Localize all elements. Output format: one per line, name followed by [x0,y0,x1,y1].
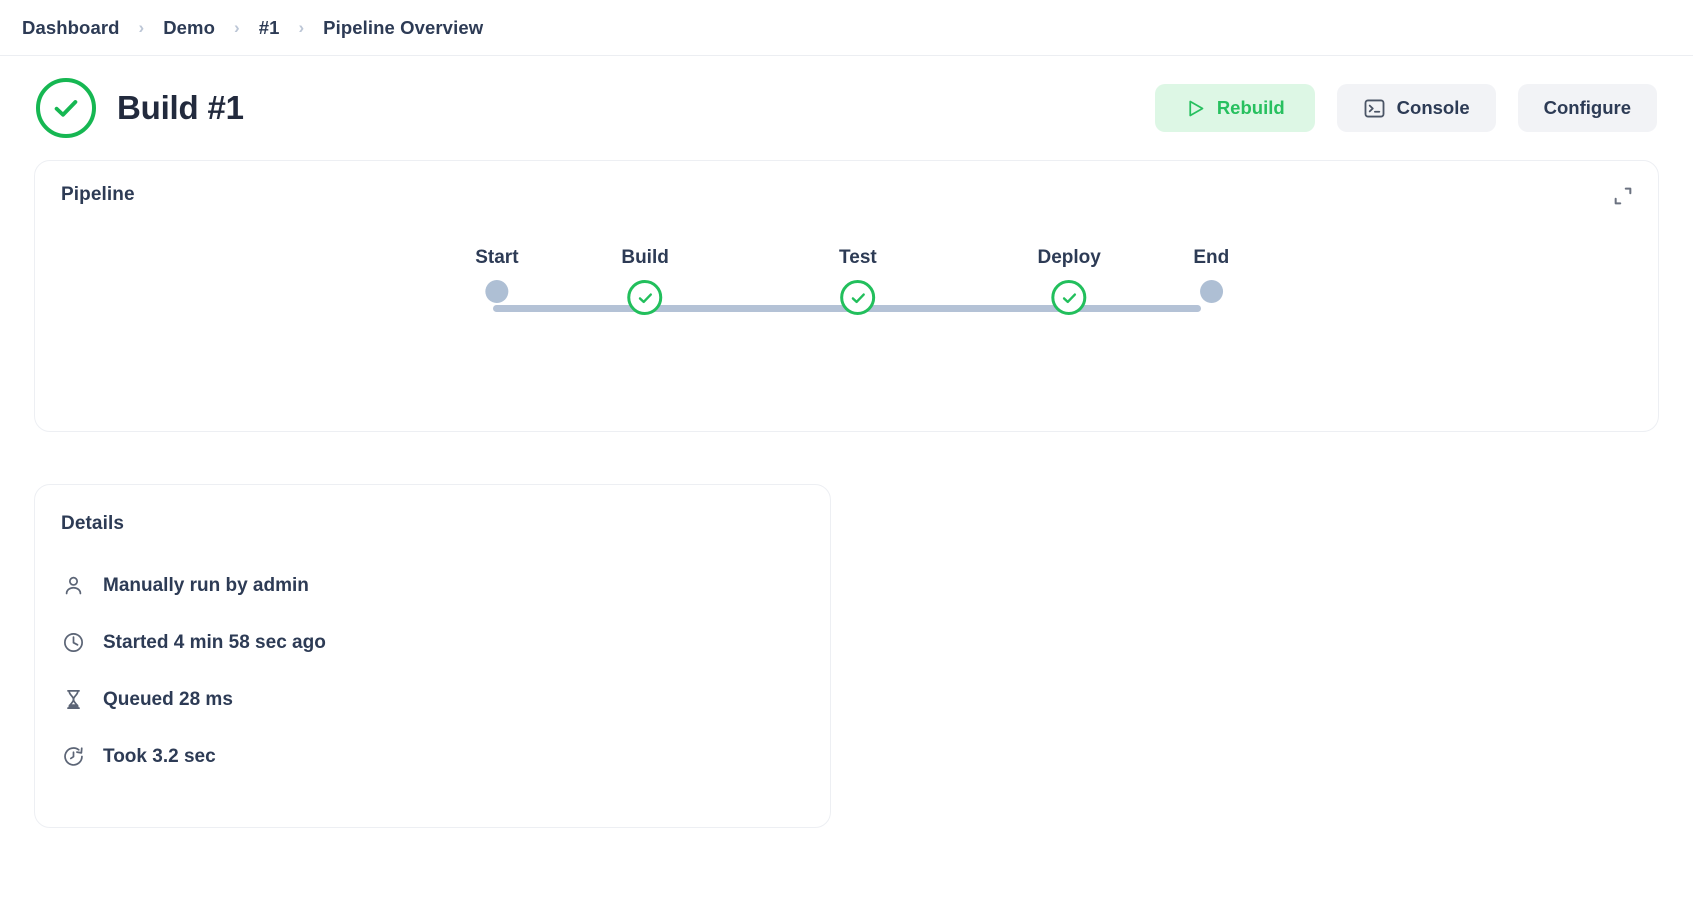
breadcrumb-separator-icon: › [234,18,240,37]
stage-check-icon [1051,280,1087,315]
detail-row-triggered-by: Manually run by admin [61,557,804,614]
page-header: Build #1 Rebuild Console Configure [0,56,1693,160]
main-content: Pipeline Start Build [0,160,1693,828]
header-actions: Rebuild Console Configure [1154,84,1657,132]
stage-dot-icon [1199,280,1223,303]
play-icon [1185,98,1206,119]
pipeline-stage-end[interactable]: End [1193,247,1229,303]
details-list: Manually run by admin Started 4 min 58 s… [61,557,804,785]
breadcrumb-item-demo[interactable]: Demo [163,16,216,38]
console-button[interactable]: Console [1336,84,1496,132]
stopwatch-icon [61,744,86,769]
detail-row-queued: Queued 28 ms [61,671,804,728]
detail-text: Manually run by admin [103,574,309,596]
detail-text: Queued 28 ms [103,688,233,710]
details-card: Details Manually run by admin [34,484,831,828]
clock-icon [61,630,86,655]
pipeline-stage-build[interactable]: Build [621,247,669,315]
breadcrumb-item-pipeline-overview: Pipeline Overview [323,16,484,38]
rebuild-button-label: Rebuild [1216,97,1285,118]
details-card-title: Details [61,513,125,534]
detail-row-started: Started 4 min 58 sec ago [61,614,804,671]
stage-check-icon [627,280,663,315]
check-circle-icon [36,78,96,138]
expand-icon[interactable] [1606,179,1640,213]
breadcrumb-item-dashboard[interactable]: Dashboard [22,16,120,38]
pipeline-card-title: Pipeline [61,184,135,205]
pipeline-stage-deploy[interactable]: Deploy [1037,247,1101,315]
pipeline-stage-label: Test [839,247,877,268]
rebuild-button[interactable]: Rebuild [1154,84,1315,132]
breadcrumb-separator-icon: › [298,18,305,37]
breadcrumb: Dashboard › Demo › #1 › Pipeline Overvie… [0,0,1693,56]
pipeline-stage-test[interactable]: Test [839,247,877,315]
breadcrumb-separator-icon: › [138,18,145,37]
pipeline-stage-label: Deploy [1037,247,1101,268]
console-button-label: Console [1396,97,1470,118]
pipeline-graph: Start Build Test [35,247,1658,325]
stage-check-icon [840,280,876,315]
detail-row-duration: Took 3.2 sec [61,728,804,785]
breadcrumb-item-build-number[interactable]: #1 [258,16,280,38]
pipeline-stage-label: Start [475,247,519,268]
pipeline-stage-start[interactable]: Start [475,247,519,303]
terminal-icon [1363,97,1386,120]
pipeline-stage-label: Build [621,247,669,268]
page-title: Build #1 [117,89,244,126]
detail-text: Started 4 min 58 sec ago [103,631,326,653]
pipeline-stage-label: End [1193,247,1230,268]
build-title-group: Build #1 [36,78,244,138]
pipeline-card: Pipeline Start Build [34,160,1659,432]
detail-text: Took 3.2 sec [103,745,216,767]
user-icon [61,573,86,598]
hourglass-icon [61,687,86,712]
stage-dot-icon [485,280,509,303]
configure-button[interactable]: Configure [1517,84,1657,132]
configure-button-label: Configure [1543,97,1631,118]
